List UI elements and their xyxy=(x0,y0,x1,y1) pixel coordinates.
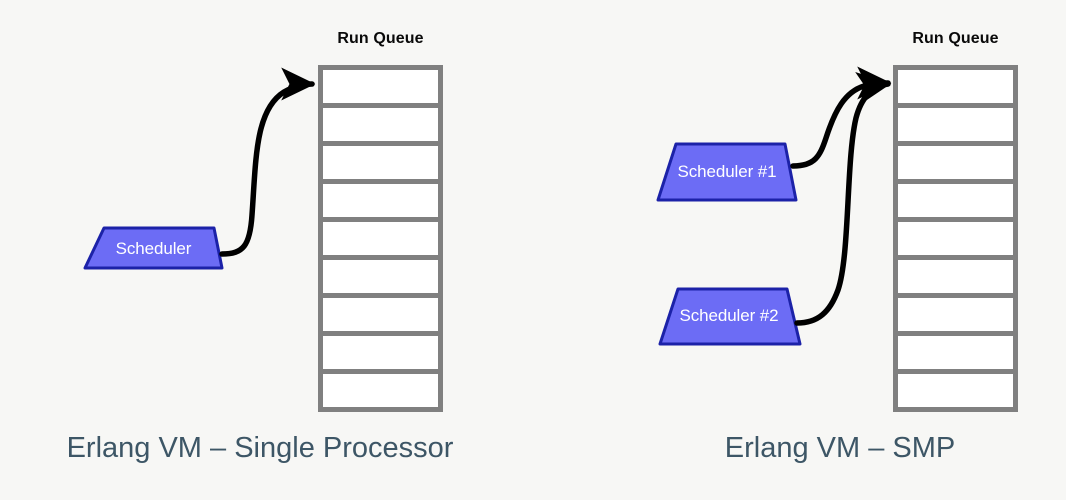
caption-smp: Erlang VM – SMP xyxy=(724,432,956,464)
scheduler-1-to-queue-arrow xyxy=(790,66,892,169)
scheduler-2-label: Scheduler #2 xyxy=(679,306,779,325)
queue-cell[interactable] xyxy=(323,298,438,331)
run-queue-title: Run Queue xyxy=(337,30,424,47)
scheduler-shape[interactable] xyxy=(83,226,224,270)
run-queue-smp[interactable] xyxy=(893,65,1018,412)
scheduler-2-to-queue-arrow xyxy=(794,72,892,326)
queue-cell[interactable] xyxy=(323,260,438,293)
queue-cell[interactable] xyxy=(323,222,438,255)
queue-cell[interactable] xyxy=(323,108,438,141)
scheduler-1-shape[interactable] xyxy=(656,142,798,202)
scheduler-1-label: Scheduler #1 xyxy=(677,162,777,181)
scheduler-to-queue-arrow xyxy=(219,67,316,257)
run-queue-single[interactable] xyxy=(318,65,443,412)
queue-cell[interactable] xyxy=(323,184,438,217)
scheduler-label: Scheduler xyxy=(115,239,192,258)
queue-cell[interactable] xyxy=(898,184,1013,217)
queue-cell[interactable] xyxy=(898,260,1013,293)
queue-cell[interactable] xyxy=(323,336,438,369)
queue-cell[interactable] xyxy=(898,70,1013,103)
scheduler-2-shape[interactable] xyxy=(658,287,802,346)
queue-cell[interactable] xyxy=(898,222,1013,255)
queue-cell[interactable] xyxy=(898,374,1013,407)
queue-cell[interactable] xyxy=(323,70,438,103)
caption-single-processor: Erlang VM – Single Processor xyxy=(66,432,454,464)
queue-cell[interactable] xyxy=(898,108,1013,141)
queue-cell[interactable] xyxy=(323,146,438,179)
run-queue-title: Run Queue xyxy=(912,30,999,47)
queue-cell[interactable] xyxy=(898,146,1013,179)
queue-cell[interactable] xyxy=(898,298,1013,331)
queue-cell[interactable] xyxy=(898,336,1013,369)
queue-cell[interactable] xyxy=(323,374,438,407)
